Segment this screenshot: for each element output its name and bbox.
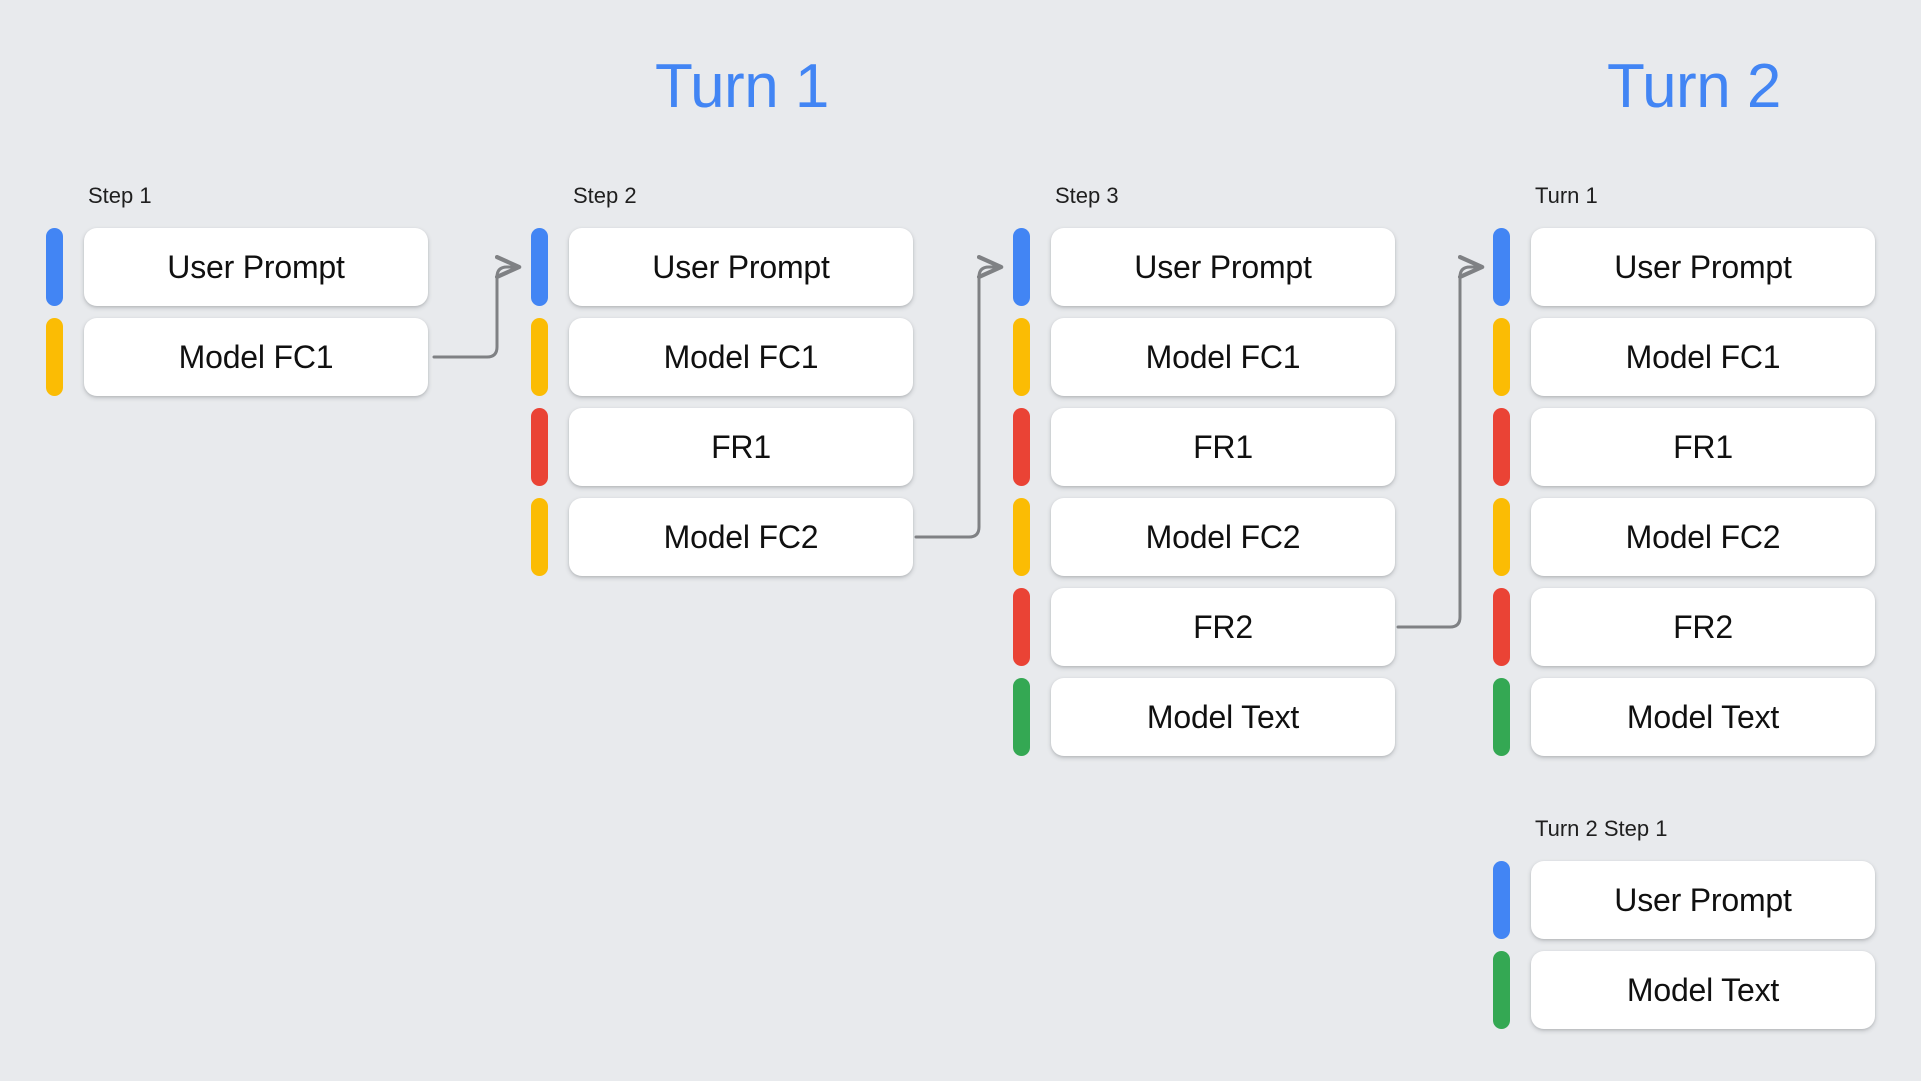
color-bar-red [1493, 588, 1510, 666]
card-label: Model FC2 [1145, 518, 1301, 555]
color-bar-red [1493, 408, 1510, 486]
column-label-turn-2-step-1: Turn 2 Step 1 [1535, 816, 1668, 841]
row-step1-user-prompt[interactable]: User Prompt [46, 228, 428, 306]
card-label: Model Text [1626, 698, 1780, 735]
card-label: FR1 [711, 428, 771, 465]
card-model-fc2[interactable]: Model FC2 [569, 498, 913, 576]
column-label-step-3: Step 3 [1055, 183, 1119, 208]
row-step2-model-fc2[interactable]: Model FC2 [531, 498, 913, 576]
card-label: User Prompt [1134, 248, 1312, 285]
color-bar-blue [1493, 228, 1510, 306]
card-model-text[interactable]: Model Text [1531, 678, 1875, 756]
row-turn2step1-model-text[interactable]: Model Text [1493, 951, 1875, 1029]
card-label: User Prompt [167, 248, 345, 285]
card-label: Model Text [1146, 698, 1300, 735]
card-label: Model FC1 [1625, 338, 1781, 375]
color-bar-yellow [1013, 318, 1030, 396]
color-bar-yellow [1013, 498, 1030, 576]
color-bar-red [1013, 408, 1030, 486]
card-user-prompt[interactable]: User Prompt [1531, 861, 1875, 939]
color-bar-blue [1013, 228, 1030, 306]
row-turn1-model-fc1[interactable]: Model FC1 [1493, 318, 1875, 396]
card-model-text[interactable]: Model Text [1051, 678, 1395, 756]
color-bar-green [1493, 951, 1510, 1029]
color-bar-yellow [531, 318, 548, 396]
card-label: FR1 [1673, 428, 1733, 465]
row-turn1-fr2[interactable]: FR2 [1493, 588, 1875, 666]
card-fr1[interactable]: FR1 [569, 408, 913, 486]
card-model-fc1[interactable]: Model FC1 [1051, 318, 1395, 396]
card-label: Model FC2 [663, 518, 819, 555]
color-bar-red [531, 408, 548, 486]
card-user-prompt[interactable]: User Prompt [569, 228, 913, 306]
row-turn1-user-prompt[interactable]: User Prompt [1493, 228, 1875, 306]
card-model-fc1[interactable]: Model FC1 [569, 318, 913, 396]
color-bar-red [1013, 588, 1030, 666]
turn-2-title: Turn 2 [1607, 52, 1781, 121]
row-step2-model-fc1[interactable]: Model FC1 [531, 318, 913, 396]
column-label-turn-1: Turn 1 [1535, 183, 1598, 208]
row-turn2step1-user-prompt[interactable]: User Prompt [1493, 861, 1875, 939]
card-label: FR1 [1193, 428, 1253, 465]
row-step2-user-prompt[interactable]: User Prompt [531, 228, 913, 306]
card-label: User Prompt [652, 248, 830, 285]
row-step1-model-fc1[interactable]: Model FC1 [46, 318, 428, 396]
connector-step2-to-step3 [914, 267, 1000, 539]
row-step3-model-fc2[interactable]: Model FC2 [1013, 498, 1395, 576]
color-bar-blue [531, 228, 548, 306]
row-step3-fr1[interactable]: FR1 [1013, 408, 1395, 486]
row-step3-user-prompt[interactable]: User Prompt [1013, 228, 1395, 306]
card-label: Model FC1 [663, 338, 819, 375]
connector-step3-to-turn1 [1396, 267, 1481, 629]
row-turn1-model-text[interactable]: Model Text [1493, 678, 1875, 756]
connector-step1-to-step2 [432, 267, 518, 359]
color-bar-blue [46, 228, 63, 306]
color-bar-yellow [1493, 498, 1510, 576]
card-label: User Prompt [1614, 248, 1792, 285]
card-label: FR2 [1193, 608, 1253, 645]
card-user-prompt[interactable]: User Prompt [84, 228, 428, 306]
card-model-fc1[interactable]: Model FC1 [1531, 318, 1875, 396]
card-label: Model FC1 [178, 338, 334, 375]
card-model-fc1[interactable]: Model FC1 [84, 318, 428, 396]
row-turn1-model-fc2[interactable]: Model FC2 [1493, 498, 1875, 576]
row-turn1-fr1[interactable]: FR1 [1493, 408, 1875, 486]
turn-1-title: Turn 1 [655, 52, 829, 121]
card-label: Model Text [1626, 971, 1780, 1008]
row-step3-fr2[interactable]: FR2 [1013, 588, 1395, 666]
card-fr2[interactable]: FR2 [1051, 588, 1395, 666]
card-fr2[interactable]: FR2 [1531, 588, 1875, 666]
row-step3-model-fc1[interactable]: Model FC1 [1013, 318, 1395, 396]
card-label: User Prompt [1614, 881, 1792, 918]
card-label: FR2 [1673, 608, 1733, 645]
color-bar-yellow [531, 498, 548, 576]
card-label: Model FC2 [1625, 518, 1781, 555]
card-model-text[interactable]: Model Text [1531, 951, 1875, 1029]
card-label: Model FC1 [1145, 338, 1301, 375]
card-user-prompt[interactable]: User Prompt [1051, 228, 1395, 306]
row-step2-fr1[interactable]: FR1 [531, 408, 913, 486]
color-bar-yellow [46, 318, 63, 396]
color-bar-blue [1493, 861, 1510, 939]
color-bar-green [1013, 678, 1030, 756]
card-model-fc2[interactable]: Model FC2 [1051, 498, 1395, 576]
card-fr1[interactable]: FR1 [1531, 408, 1875, 486]
card-model-fc2[interactable]: Model FC2 [1531, 498, 1875, 576]
color-bar-yellow [1493, 318, 1510, 396]
color-bar-green [1493, 678, 1510, 756]
column-label-step-2: Step 2 [573, 183, 637, 208]
column-label-step-1: Step 1 [88, 183, 152, 208]
row-step3-model-text[interactable]: Model Text [1013, 678, 1395, 756]
card-fr1[interactable]: FR1 [1051, 408, 1395, 486]
card-user-prompt[interactable]: User Prompt [1531, 228, 1875, 306]
